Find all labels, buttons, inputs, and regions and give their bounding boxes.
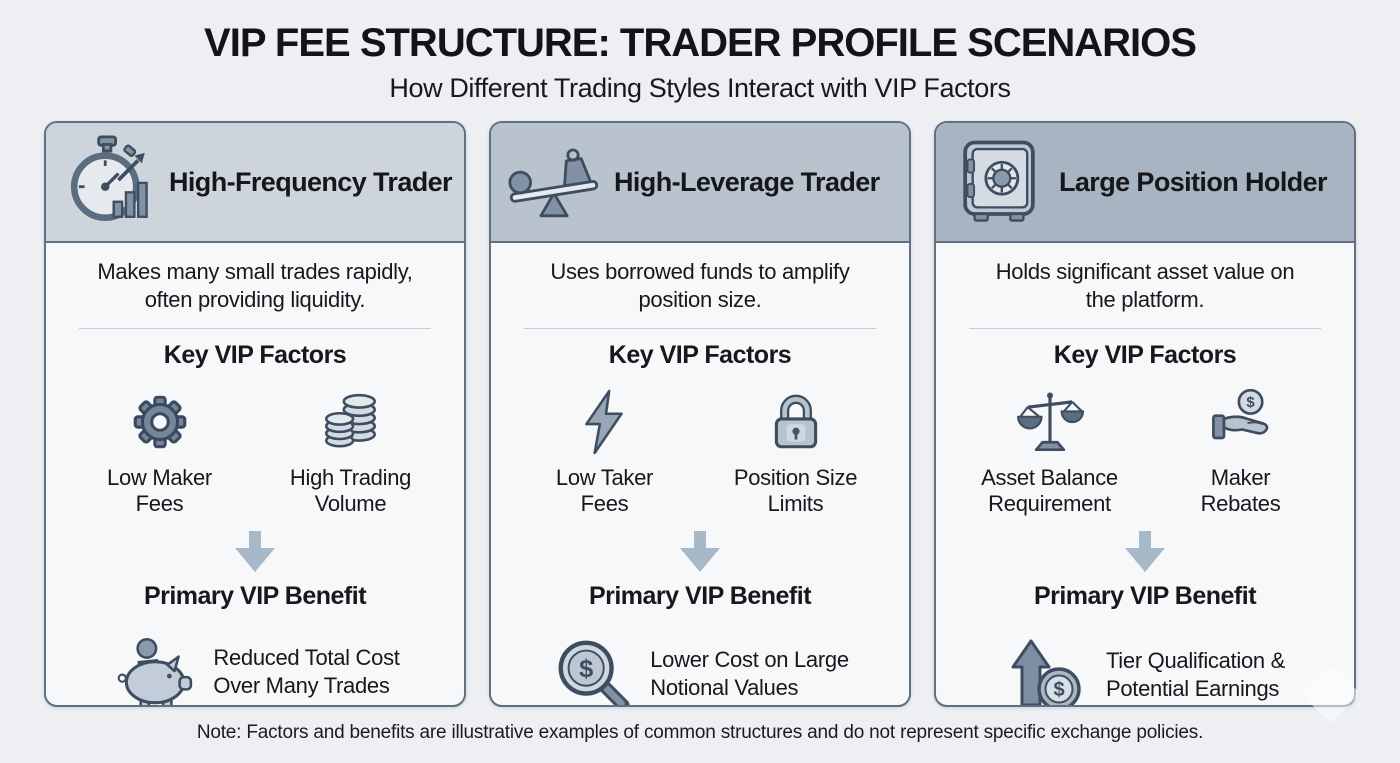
card-description: Makes many small trades rapidly, often p… [97,259,413,312]
footnote: Note: Factors and benefits are illustrat… [196,722,1204,743]
card-header: High-Leverage Trader [491,123,909,243]
seesaw-lever-icon [507,135,601,229]
card-title: Large Position Holder [1059,166,1328,197]
card-body: Uses borrowed funds to amplify position … [491,243,909,705]
card-title: High-Leverage Trader [614,166,880,197]
benefit-row: $ Lower Cost on Large Notional Values [551,633,849,705]
factor-label: Maker Rebates [1200,464,1281,517]
card-body: Holds significant asset value on the pla… [936,243,1354,705]
card-high-frequency-trader: High-Frequency Trader Makes many small t… [44,121,466,707]
factor-label: High Trading Volume [289,464,412,517]
factor-low-maker-fees: Low Maker Fees [64,383,255,518]
flow-down-arrow-icon [1122,530,1168,573]
hand-coin-icon: $ [1207,383,1275,455]
piggy-bank-icon [110,633,196,705]
factor-maker-rebates: $ Maker Rebates [1145,383,1336,518]
primary-benefit-heading: Primary VIP Benefit [588,581,812,610]
svg-text:$: $ [1053,679,1064,701]
key-factors-heading: Key VIP Factors [1053,340,1237,369]
balance-scale-icon [1016,383,1084,455]
benefit-label: Lower Cost on Large Notional Values [650,646,849,700]
coins-stack-icon [318,383,384,455]
factor-low-taker-fees: Low Taker Fees [509,383,700,518]
factor-label: Low Maker Fees [107,464,212,517]
card-title: High-Frequency Trader [169,166,453,197]
factors-row: Asset Balance Requirement $ [954,383,1336,518]
page-subtitle: How Different Trading Styles Interact wi… [389,73,1011,103]
divider [524,327,876,329]
key-factors-heading: Key VIP Factors [163,340,347,369]
primary-benefit-heading: Primary VIP Benefit [143,581,367,610]
card-description: Holds significant asset value on the pla… [995,259,1295,312]
factor-label: Low Taker Fees [555,464,654,517]
card-header: Large Position Holder [936,123,1354,243]
factor-label: Asset Balance Requirement [981,464,1118,517]
factor-asset-balance-requirement: Asset Balance Requirement [954,383,1145,518]
divider [79,327,431,329]
stopwatch-chart-icon [62,135,156,229]
benefit-row: Reduced Total Cost Over Many Trades [110,633,400,705]
benefit-label: Tier Qualification & Potential Earnings [1105,647,1286,701]
padlock-icon [763,383,829,455]
magnifier-dollar-icon: $ [551,633,633,705]
svg-text:$: $ [579,655,593,683]
benefit-label: Reduced Total Cost Over Many Trades [213,644,400,698]
trader-profile-cards: High-Frequency Trader Makes many small t… [0,121,1400,707]
divider [969,327,1321,329]
flow-down-arrow-icon [232,530,278,573]
gear-icon [127,383,193,455]
lightning-icon [572,383,638,455]
flow-down-arrow-icon [677,530,723,573]
card-header: High-Frequency Trader [46,123,464,243]
page-title: VIP FEE STRUCTURE: TRADER PROFILE SCENAR… [204,21,1197,65]
factors-row: Low Maker Fees [64,383,446,518]
factor-label: Position Size Limits [733,464,858,517]
factor-position-size-limits: Position Size Limits [700,383,891,518]
benefit-row: $ Tier Qualification & Potential Earning… [1005,633,1286,705]
factor-high-trading-volume: High Trading Volume [255,383,446,518]
arrow-up-coin-icon: $ [1005,633,1089,705]
card-high-leverage-trader: High-Leverage Trader Uses borrowed funds… [489,121,911,707]
card-description: Uses borrowed funds to amplify position … [550,259,850,312]
key-factors-heading: Key VIP Factors [608,340,792,369]
safe-vault-icon [952,135,1046,229]
card-large-position-holder: Large Position Holder Holds significant … [934,121,1356,707]
factors-row: Low Taker Fees [509,383,891,518]
card-body: Makes many small trades rapidly, often p… [46,243,464,705]
svg-text:$: $ [1246,395,1255,411]
primary-benefit-heading: Primary VIP Benefit [1033,581,1257,610]
